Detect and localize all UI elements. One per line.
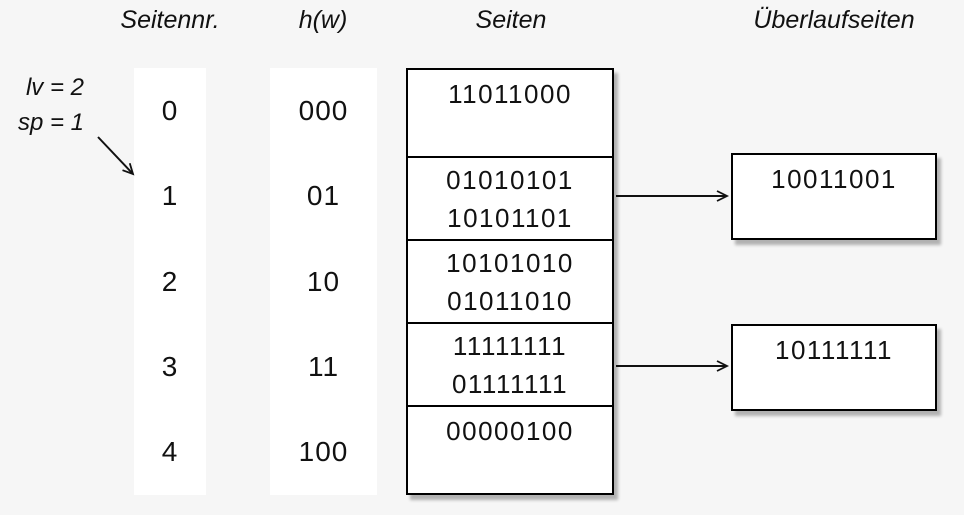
overflow-entry: 10011001 [771,164,897,194]
header-pages: Seiten [475,6,547,34]
page-entry: 10101101 [447,202,573,233]
page-number-1: 1 [161,180,179,212]
overflow-page-row-1: 10011001 [731,153,937,240]
hash-value-1: 01 [306,180,341,212]
page-entry: 00000100 [446,416,574,446]
page-cell-3: 11111111 01111111 [408,322,612,405]
hash-value-2: 10 [306,265,341,297]
header-hash-function: h(w) [298,6,348,34]
split-pointer-arrow [97,136,135,176]
page-entry: 01111111 [451,368,569,399]
overflow-entry: 10111111 [774,335,894,365]
page-cell-0: 11011000 [408,70,612,156]
page-cell-4: 00000100 [408,405,612,493]
hash-value-0: 000 [298,94,349,126]
page-number-2: 2 [161,265,179,297]
page-cell-2: 10101010 01011010 [408,239,612,322]
header-page-number: Seitennr. [120,6,220,34]
level-annotation: lv = 2 [25,74,84,101]
page-number-column: 0 1 2 3 4 [134,68,206,495]
header-overflow-pages: Überlaufseiten [753,6,915,34]
page-number-3: 3 [161,350,179,382]
hash-value-4: 100 [298,436,349,468]
primary-pages-stack: 11011000 01010101 10101101 10101010 0101… [406,68,614,495]
overflow-page-row-3: 10111111 [731,324,937,411]
state-annotation: lv = 2 sp = 1 [6,70,84,140]
page-entry: 01011010 [447,285,573,316]
page-number-4: 4 [161,436,179,468]
split-pointer-annotation: sp = 1 [17,109,84,136]
page-entry: 01010101 [446,164,574,195]
page-entry: 11011000 [448,79,572,109]
page-entry: 10101010 [446,247,574,278]
hash-value-3: 11 [307,350,340,382]
page-entry: 11111111 [452,330,568,361]
page-cell-1: 01010101 10101101 [408,156,612,239]
hash-value-column: 000 01 10 11 100 [270,68,377,495]
page-number-0: 0 [161,94,179,126]
